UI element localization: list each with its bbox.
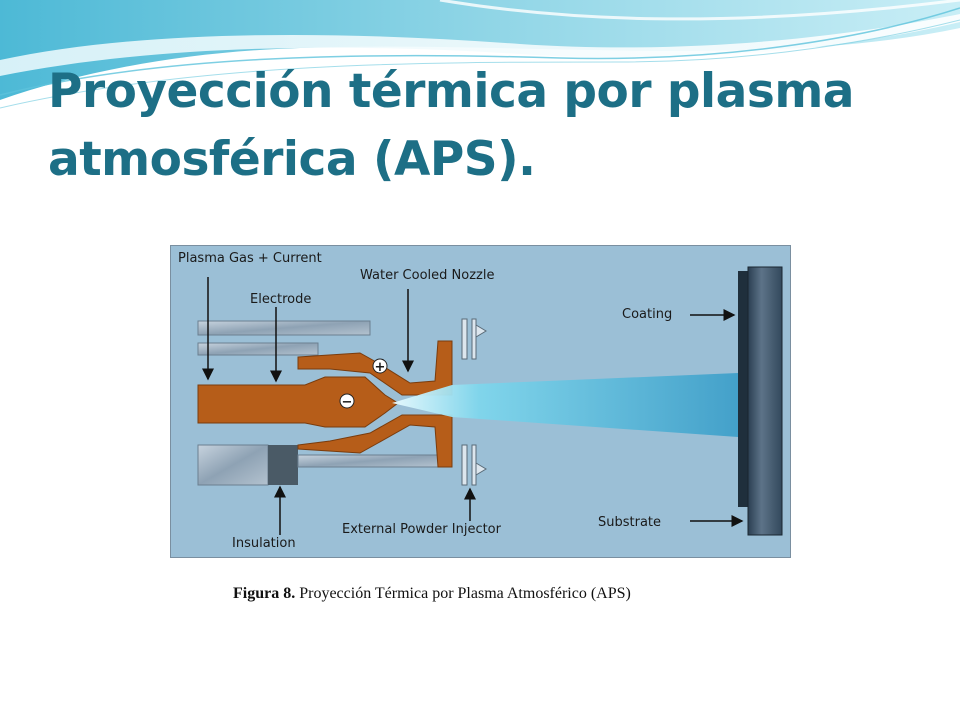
top-wave-decoration xyxy=(0,0,960,109)
figure: + − Plasma Gas + Current Electrode Water… xyxy=(170,245,791,622)
plasma-plume xyxy=(392,373,738,437)
label-substrate: Substrate xyxy=(598,515,661,530)
powder-injector-bottom xyxy=(461,444,468,486)
positive-symbol xyxy=(372,358,388,374)
insulation-top-bar xyxy=(197,320,371,336)
nozzle-lower xyxy=(297,414,453,468)
label-powder-injector: External Powder Injector xyxy=(342,522,502,537)
label-water-nozzle: Water Cooled Nozzle xyxy=(360,268,494,283)
caption-figure-label: Figura 8. xyxy=(233,585,296,602)
title-line-2: atmosférica (APS). xyxy=(48,132,536,187)
caption-text: Proyección Térmica por Plasma Atmosféric… xyxy=(295,585,631,602)
insulation-block xyxy=(197,444,269,486)
substrate xyxy=(747,266,783,536)
plasma-torch-diagram: + − Plasma Gas + Current Electrode Water… xyxy=(170,245,791,558)
title-line-1: Proyección térmica por plasma xyxy=(48,64,855,119)
label-coating: Coating xyxy=(622,307,672,322)
label-insulation: Insulation xyxy=(232,536,296,551)
coating-layer xyxy=(738,271,748,507)
slide-title: Proyección térmica por plasma atmosféric… xyxy=(48,58,928,194)
insulation-bottom-bar xyxy=(297,454,439,468)
negative-symbol xyxy=(339,393,355,409)
label-electrode: Electrode xyxy=(250,292,311,307)
electrode xyxy=(197,376,399,428)
svg-text:−: − xyxy=(342,395,353,410)
powder-injector-top xyxy=(461,318,468,360)
insulation-top-bar-2 xyxy=(197,342,319,356)
label-plasma-gas: Plasma Gas + Current xyxy=(178,251,322,266)
svg-text:+: + xyxy=(375,360,386,375)
insulation-dark-block xyxy=(268,445,298,485)
figure-caption: Figura 8. Proyección Térmica por Plasma … xyxy=(233,585,773,603)
